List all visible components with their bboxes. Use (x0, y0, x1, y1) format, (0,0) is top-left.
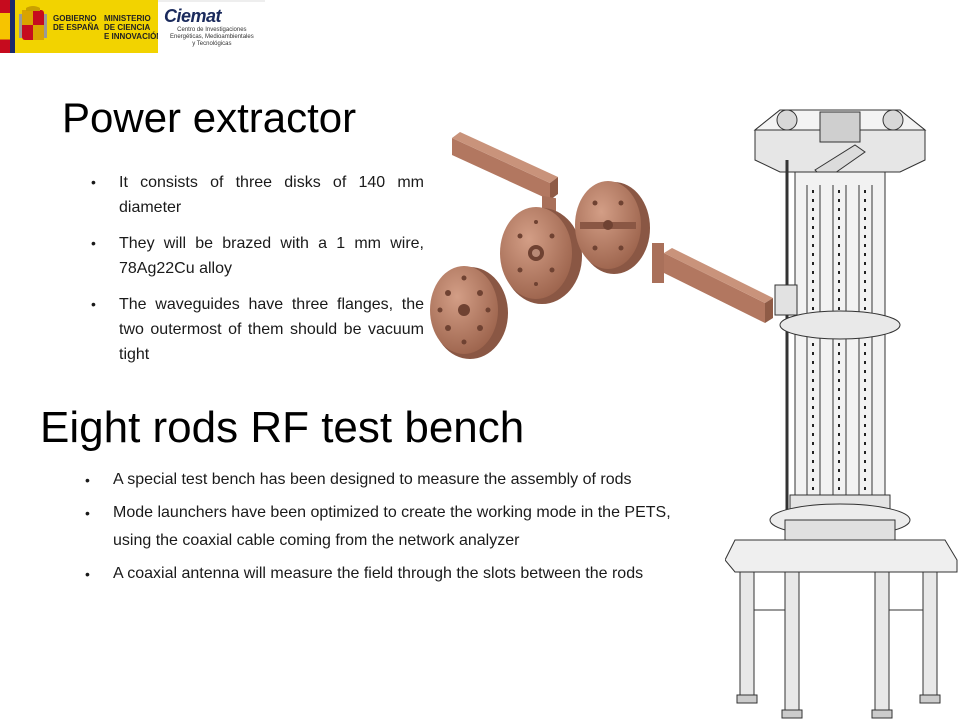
list-item: • It consists of three disks of 140 mm di… (91, 170, 424, 220)
ciemat-name: Ciemat (164, 6, 222, 26)
spain-flag-icon (0, 0, 10, 53)
power-extractor-bullets: • It consists of three disks of 140 mm di… (91, 170, 424, 378)
bullet-icon: • (85, 505, 90, 521)
bullet-text: A special test bench has been designed t… (113, 471, 632, 488)
lower-waveguide (652, 243, 773, 323)
bullet-icon: • (85, 472, 90, 488)
back-disk (575, 181, 650, 274)
bullet-text: They will be brazed with a 1 mm wire, 78… (119, 235, 424, 277)
bullet-text: Mode launchers have been optimized to cr… (113, 504, 671, 549)
bullet-icon: • (91, 296, 96, 312)
section-title-test-bench: Eight rods RF test bench (40, 403, 525, 452)
list-item: • Mode launchers have been optimized to c… (85, 499, 697, 555)
flag-stripe (10, 0, 15, 53)
front-disk (430, 266, 508, 359)
bullet-text: It consists of three disks of 140 mm dia… (119, 174, 424, 216)
section-title-power-extractor: Power extractor (62, 94, 357, 141)
bullet-icon: • (91, 235, 96, 251)
list-item: • The waveguides have three flanges, the … (91, 292, 424, 367)
government-logo: GOBIERNO DE ESPAÑA MINISTERIO DE CIENCIA… (0, 0, 162, 53)
list-item: • A coaxial antenna will measure the fiel… (85, 560, 697, 588)
bullet-icon: • (91, 174, 96, 190)
bullet-icon: • (85, 566, 90, 582)
ciemat-subtitle: Centro de Investigaciones Energéticas, M… (170, 27, 254, 47)
bullet-text: The waveguides have three flanges, the t… (119, 296, 424, 363)
coat-of-arms-icon (19, 6, 47, 40)
test-bench-tower-image (725, 109, 958, 719)
ciemat-logo: Ciemat Centro de Investigaciones Energét… (158, 0, 265, 55)
header-logos: GOBIERNO DE ESPAÑA MINISTERIO DE CIENCIA… (0, 0, 265, 55)
test-bench-bullets: • A special test bench has been designed … (85, 466, 697, 593)
middle-disk (500, 207, 582, 304)
list-item: • A special test bench has been designed … (85, 466, 697, 494)
power-extractor-parts-image (430, 132, 773, 359)
government-label: GOBIERNO DE ESPAÑA (53, 14, 100, 32)
ministry-label: MINISTERIO DE CIENCIA E INNOVACIÓN (104, 14, 163, 41)
bullet-text: A coaxial antenna will measure the field… (113, 565, 644, 582)
list-item: • They will be brazed with a 1 mm wire, 7… (91, 231, 424, 281)
